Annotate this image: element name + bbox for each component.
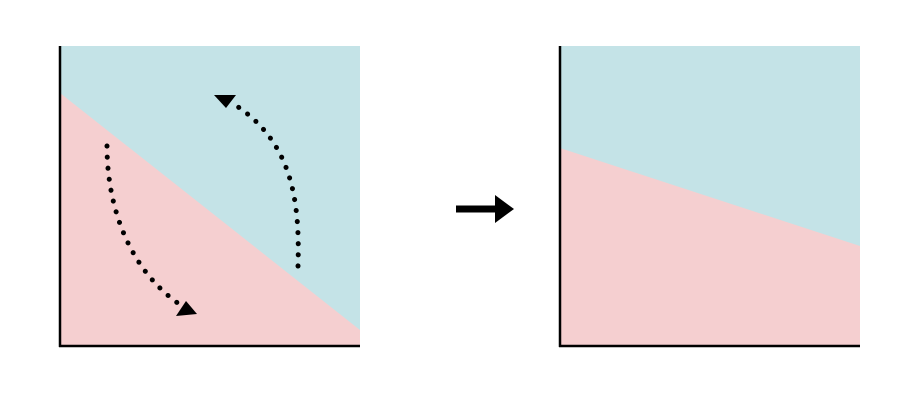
right-arrow-icon [456,195,514,223]
arrowhead-down-right-icon [176,301,197,316]
panel-after [558,46,860,348]
lower-region-after [560,148,860,346]
dotted-rotation-arrow-up [229,100,301,269]
panel-before [58,46,360,348]
dotted-rotation-arrow-down [104,143,185,309]
arrowhead-up-left-icon [214,95,236,108]
lower-region-before [60,93,360,346]
